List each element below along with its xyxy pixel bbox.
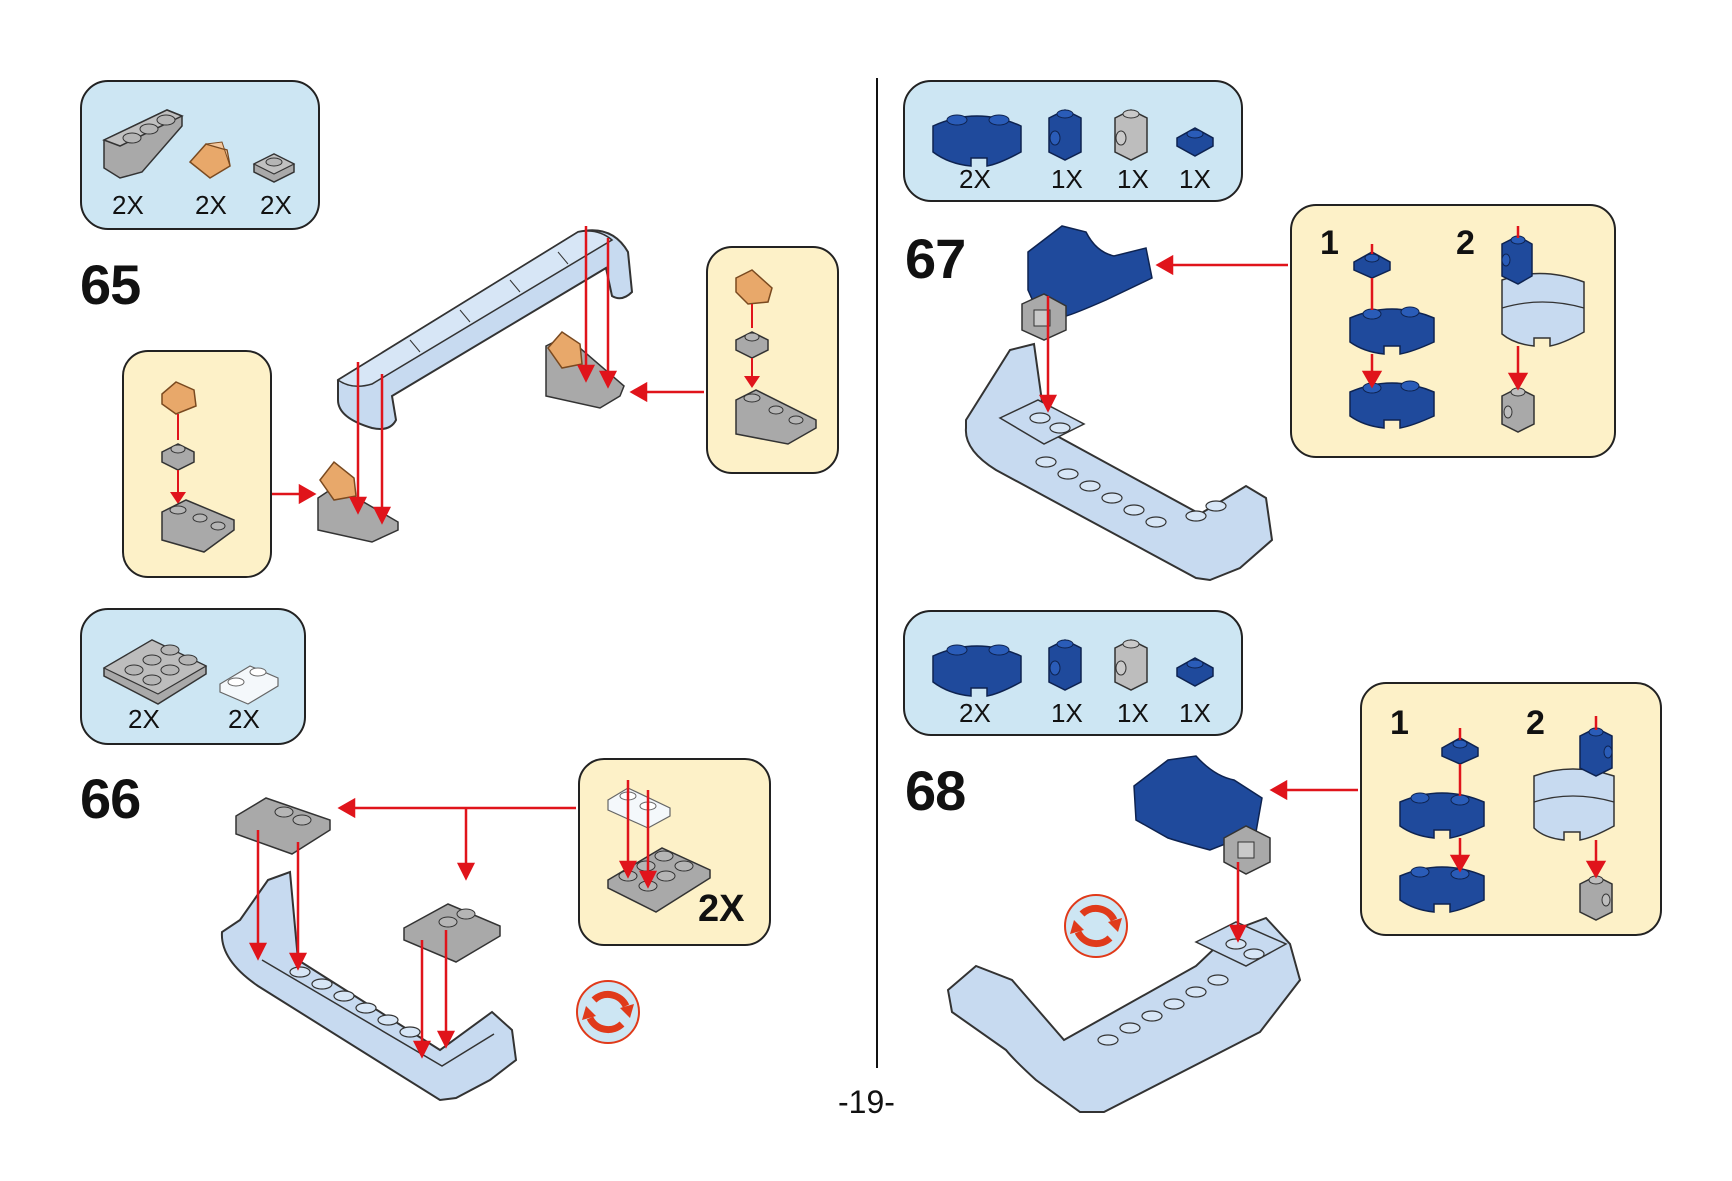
plate-1x1-dark-blue-icon: [1441, 737, 1479, 765]
part-qty: 2X: [228, 704, 260, 734]
part-qty: 2X: [128, 704, 160, 734]
round-brick-corner-dark-blue-icon: [1399, 866, 1485, 913]
subassembly-box-68: 1 2: [1360, 682, 1662, 936]
plate-1x1-dark-blue-icon: [1176, 127, 1214, 157]
rotate-model-icon: [576, 980, 640, 1044]
round-brick-corner-dark-blue-icon: [1349, 380, 1435, 429]
plate-2x3-gray-icon: [403, 903, 501, 963]
inverted-slope-gray-icon: [102, 109, 184, 179]
parts-icons: [932, 639, 1214, 697]
brick-1x1-side-stud-gray-icon: [1114, 109, 1148, 161]
round-brick-corner-dark-blue-icon: [932, 644, 1022, 697]
plate-2x3-gray-icon: [235, 797, 331, 855]
round-brick-corner-dark-blue-icon: [1349, 306, 1435, 355]
step-number-65: 65: [80, 253, 141, 316]
blue-arch-subassembly: [1021, 225, 1153, 341]
trans-orange-slope-icon: [161, 381, 197, 415]
plate-1x1-dark-blue-icon: [1176, 657, 1214, 687]
inverted-slope-gray-icon: [161, 499, 235, 553]
plate-1x1-gray-icon: [161, 443, 195, 471]
plate-1x1-gray-icon: [252, 153, 296, 183]
part-qty: 1X: [1051, 164, 1083, 194]
brick-1x1-side-stud-gray-icon: [1114, 639, 1148, 691]
substep-number: 1: [1390, 704, 1409, 742]
u-frame-assembly: [964, 342, 1274, 582]
inverted-slope-gray-icon: [545, 331, 625, 409]
stacked-round-bricks-light-icon: [1533, 727, 1615, 841]
part-qty: 1X: [1179, 698, 1211, 728]
plate-1x2-trans-clear-icon: [607, 787, 671, 829]
subassembly-diagram: [735, 269, 817, 445]
subassembly-box-66: 2X: [578, 758, 771, 946]
u-frame-assembly: [220, 870, 518, 1102]
subassembly-multiplier: 2X: [698, 888, 745, 930]
brick-1x1-side-stud-gray-icon: [1579, 875, 1613, 921]
step-number-68: 68: [905, 759, 966, 822]
part-qty: 1X: [1051, 698, 1083, 728]
plate-2x3-gray-icon: [102, 639, 208, 705]
stacked-round-bricks-light-icon: [1501, 235, 1585, 347]
plate-1x1-dark-blue-icon: [1353, 251, 1391, 279]
blue-arch-subassembly: [1133, 755, 1271, 875]
part-qty: 2X: [112, 190, 144, 220]
part-qty: 1X: [1179, 164, 1211, 194]
subassembly-box-65-right: [706, 246, 839, 474]
page-divider: [876, 78, 878, 1068]
subassembly-diagram: [1399, 716, 1615, 921]
plate-2x3-gray-icon: [607, 847, 711, 913]
brick-1x1-side-stud-gray-icon: [1501, 387, 1535, 433]
step-number-66: 66: [80, 767, 141, 830]
part-qty: 2X: [959, 164, 991, 194]
subassembly-diagram: [607, 780, 711, 913]
arch-bridge-assembly: [336, 229, 634, 430]
parts-list-step-66: 2X 2X: [80, 608, 306, 745]
plate-1x2-trans-clear-icon: [219, 665, 279, 705]
inverted-slope-gray-icon: [317, 460, 399, 543]
round-brick-corner-dark-blue-icon: [932, 114, 1022, 167]
trans-orange-slope-icon: [735, 269, 773, 305]
inverted-slope-gray-icon: [735, 389, 817, 445]
assembly-arrows: [272, 226, 704, 525]
rotate-model-icon: [1064, 894, 1128, 958]
page-number: -19-: [838, 1084, 895, 1120]
substep-number: 2: [1456, 224, 1475, 262]
part-qty: 2X: [959, 698, 991, 728]
parts-list-step-65: 2X 2X 2X: [80, 80, 320, 230]
subassembly-box-65-left: [122, 350, 272, 578]
parts-icons: [102, 639, 279, 705]
assembly-arrows: [1228, 779, 1358, 943]
parts-list-step-68: 2X 1X 1X 1X: [903, 610, 1243, 736]
part-qty: 2X: [195, 190, 227, 220]
parts-icons: [932, 109, 1214, 167]
subassembly-diagram: [1349, 226, 1585, 433]
subassembly-diagram: [161, 381, 235, 553]
substep-number: 1: [1320, 224, 1339, 262]
assembly-arrows: [1038, 254, 1288, 413]
brick-1x1-side-stud-dark-blue-icon: [1048, 639, 1082, 691]
round-brick-corner-dark-blue-icon: [1399, 792, 1485, 839]
plate-1x1-gray-icon: [735, 331, 769, 359]
part-qty: 1X: [1117, 164, 1149, 194]
parts-list-step-67: 2X 1X 1X 1X: [903, 80, 1243, 202]
assembly-arrows: [248, 797, 576, 1059]
brick-1x1-side-stud-dark-blue-icon: [1048, 109, 1082, 161]
substep-number: 2: [1526, 704, 1545, 742]
step-number-67: 67: [905, 227, 966, 290]
parts-icons: [102, 109, 296, 183]
part-qty: 2X: [260, 190, 292, 220]
trans-orange-slope-icon: [188, 141, 231, 179]
subassembly-box-67: 1 2: [1290, 204, 1616, 458]
part-qty: 1X: [1117, 698, 1149, 728]
